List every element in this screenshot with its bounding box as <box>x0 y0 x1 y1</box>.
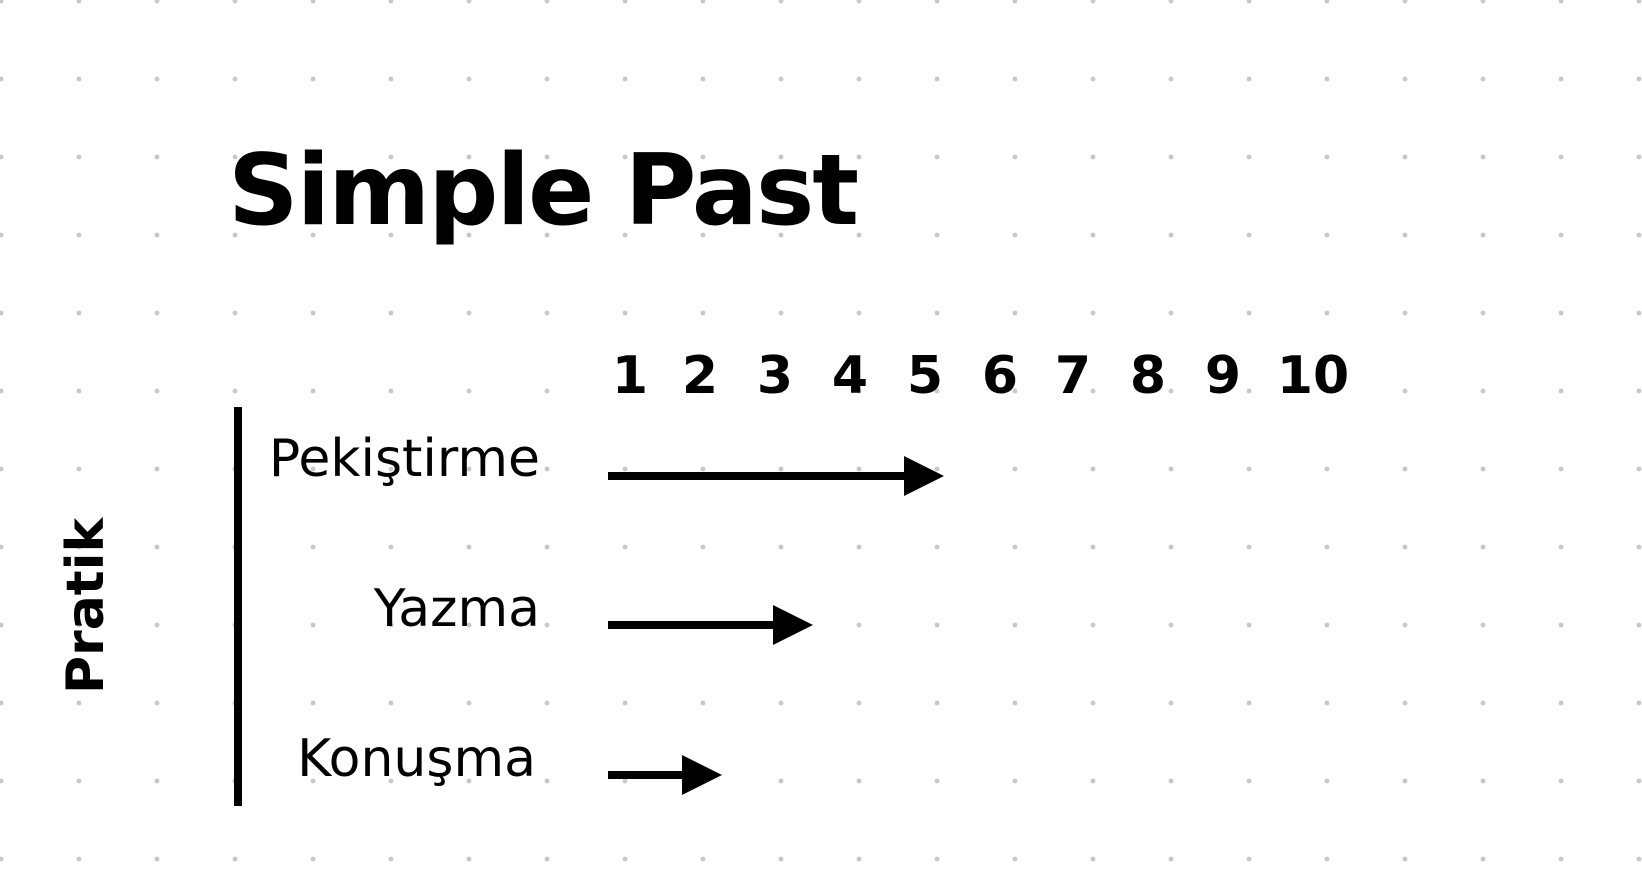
scale-number-2: 2 <box>681 346 719 406</box>
scale-number-4: 4 <box>831 346 869 406</box>
scale-number-9: 9 <box>1204 346 1242 406</box>
scale-number-3: 3 <box>756 346 794 406</box>
arrow-head <box>773 605 813 645</box>
group-label-pratik: Pratik <box>56 517 116 695</box>
group-bracket-line <box>234 407 242 806</box>
row-label-yazma: Yazma <box>373 579 540 639</box>
row-label-konusma: Konuşma <box>297 729 536 789</box>
arrow-head <box>904 456 944 496</box>
row-label-pekistirme: Pekiştirme <box>268 429 540 489</box>
scale-number-1: 1 <box>611 346 649 406</box>
arrow-head <box>682 755 722 795</box>
scale-number-8: 8 <box>1129 346 1167 406</box>
scale-number-6: 6 <box>981 346 1019 406</box>
scale-number-7: 7 <box>1054 346 1092 406</box>
page-title: Simple Past <box>228 133 859 248</box>
scale-number-10: 10 <box>1276 346 1350 406</box>
scale-number-5: 5 <box>906 346 944 406</box>
